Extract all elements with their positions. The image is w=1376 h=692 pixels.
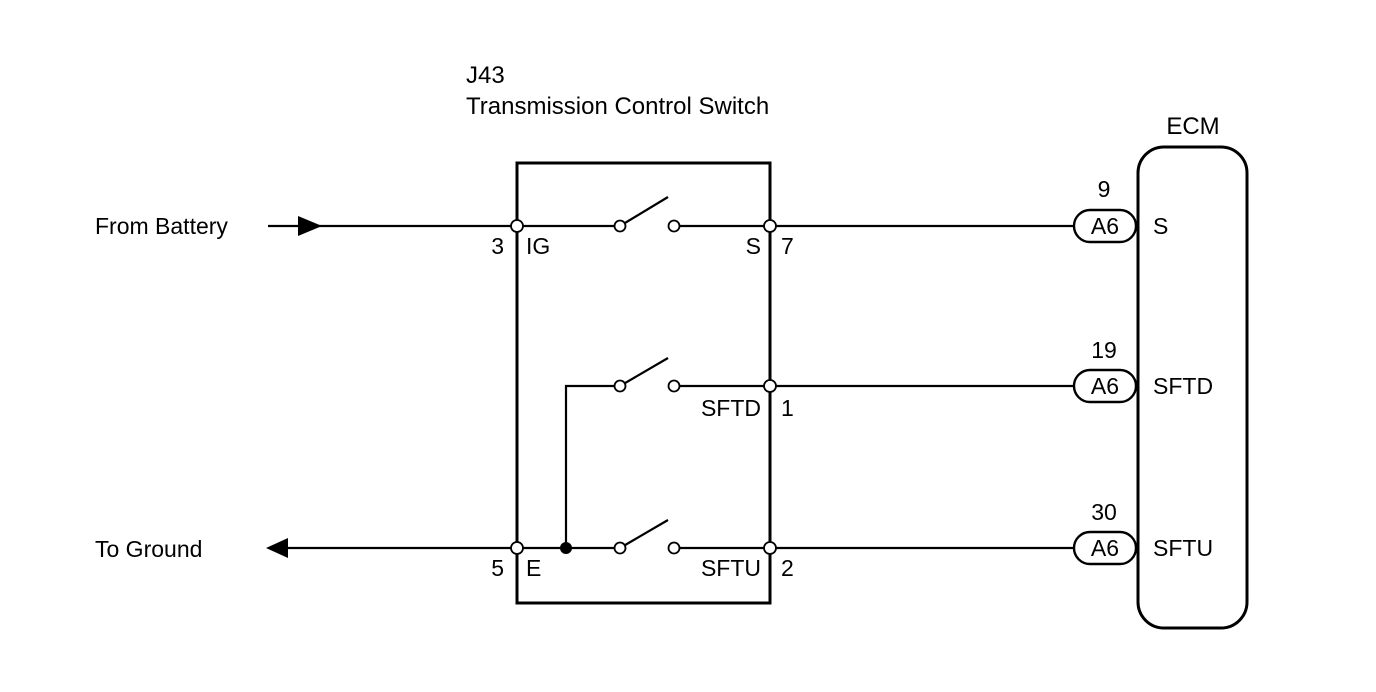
- ecm-pin-number: 9: [1098, 176, 1111, 202]
- ecm-label: ECM: [1166, 113, 1219, 140]
- ecm-pin-number: 30: [1091, 499, 1117, 525]
- sftu-terminal: [763, 541, 777, 555]
- sftd-switch-blade: [619, 357, 669, 387]
- sftu-pin-number: 2: [781, 555, 794, 581]
- sftd-switch-contact-left: [613, 379, 627, 393]
- sftu-switch-blade: [619, 519, 669, 549]
- connector-pill: [1072, 368, 1138, 404]
- s-switch-contact-left: [613, 219, 627, 233]
- ecm-pin-name: SFTU: [1153, 535, 1213, 561]
- ecm-pin-name: S: [1153, 213, 1168, 239]
- sftd-switch-contact-right: [667, 379, 681, 393]
- ig-pin-number: 3: [491, 233, 504, 259]
- s-switch-blade: [619, 196, 669, 227]
- battery-arrow-icon: [298, 216, 322, 236]
- s-pin-name: S: [746, 233, 761, 259]
- connector-pill: [1072, 208, 1138, 244]
- ecm-connector-sftd: 19 A6 SFTD: [1072, 337, 1213, 404]
- e-bus-wire: [564, 384, 620, 548]
- sftu-pin-name: SFTU: [701, 555, 761, 581]
- ecm-connector-sftu: 30 A6 SFTU: [1072, 499, 1213, 566]
- ig-terminal: [510, 219, 524, 233]
- to-ground-label: To Ground: [95, 536, 202, 562]
- s-terminal: [763, 219, 777, 233]
- sftd-terminal: [763, 379, 777, 393]
- s-switch-contact-right: [667, 219, 681, 233]
- ig-pin-name: IG: [526, 233, 550, 259]
- switch-name-label: Transmission Control Switch: [466, 93, 769, 120]
- connector-code: A6: [1091, 535, 1119, 561]
- ground-arrow-icon: [266, 538, 288, 558]
- e-pin-name: E: [526, 555, 541, 581]
- from-battery-label: From Battery: [95, 213, 228, 239]
- sftd-pin-number: 1: [781, 395, 794, 421]
- ecm-connector-s: 9 A6 S: [1072, 176, 1168, 244]
- ecm-pin-number: 19: [1091, 337, 1117, 363]
- e-terminal: [510, 541, 524, 555]
- e-junction-dot: [560, 542, 572, 554]
- s-pin-number: 7: [781, 233, 794, 259]
- connector-code: A6: [1091, 373, 1119, 399]
- sftd-pin-name: SFTD: [701, 395, 761, 421]
- sftu-switch-contact-left: [613, 541, 627, 555]
- sftu-switch-contact-right: [667, 541, 681, 555]
- e-pin-number: 5: [491, 555, 504, 581]
- ecm-pin-name: SFTD: [1153, 373, 1213, 399]
- switch-id-label: J43: [466, 62, 505, 89]
- connector-pill: [1072, 530, 1138, 566]
- connector-code: A6: [1091, 213, 1119, 239]
- switch-body: [515, 161, 772, 605]
- ecm-body: [1136, 145, 1249, 630]
